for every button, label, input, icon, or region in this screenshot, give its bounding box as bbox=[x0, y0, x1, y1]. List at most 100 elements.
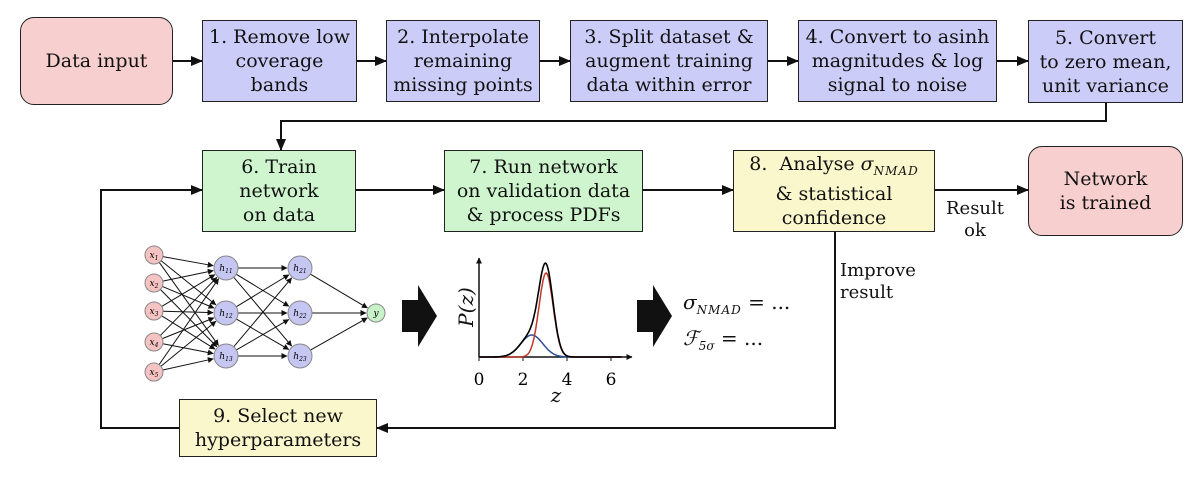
network-trained-box: Network is trained bbox=[1028, 146, 1183, 236]
metric-sigma-sub: NMAD bbox=[696, 303, 742, 317]
nn-edge bbox=[161, 274, 216, 307]
step9-line2: hyperparameters bbox=[194, 429, 362, 451]
improve-result-label: Improve result bbox=[840, 260, 916, 304]
step8-box: 8. Analyse σNMAD & statistical confidenc… bbox=[733, 150, 935, 232]
nn-hidden1-node-label: h13 bbox=[219, 352, 233, 363]
improve-line2: result bbox=[840, 282, 894, 303]
nn-hidden2-node bbox=[287, 255, 313, 281]
step5-line1: 5. Convert bbox=[1054, 26, 1157, 49]
metric-f5-sub: 5σ bbox=[698, 339, 715, 353]
step9-box: 9. Select new hyperparameters bbox=[179, 399, 377, 457]
nn-hidden1-node bbox=[213, 255, 239, 281]
nn-input-node bbox=[144, 301, 164, 321]
step3-box: 3. Split dataset & augment training data… bbox=[570, 20, 768, 102]
nn-hidden1-node bbox=[213, 343, 239, 369]
step4-box: 4. Convert to asinh magnitudes & log sig… bbox=[798, 20, 997, 102]
nn-edge bbox=[233, 317, 290, 350]
chart-series-blue bbox=[479, 334, 622, 358]
metric-f5-value: = ... bbox=[714, 326, 764, 350]
step8-prefix: 8. Analyse bbox=[749, 152, 861, 175]
step5-line2: to zero mean, bbox=[1039, 50, 1172, 73]
nn-edge bbox=[162, 309, 214, 316]
nn-hidden1-node-label: h11 bbox=[219, 264, 232, 275]
nn-input-node-label: x5 bbox=[150, 368, 159, 379]
chart-x-tick-label: 2 bbox=[518, 370, 529, 390]
result-ok-line2: ok bbox=[964, 220, 986, 241]
step6-line2: network bbox=[239, 180, 319, 202]
nn-input-node bbox=[144, 362, 164, 382]
improve-line1: Improve bbox=[840, 260, 916, 281]
nn-hidden1-node-label: h12 bbox=[219, 309, 233, 320]
block-arrow-2 bbox=[637, 285, 672, 347]
arrow-s8-to-s9 bbox=[376, 230, 836, 433]
step7-line3: & process PDFs bbox=[466, 204, 621, 226]
chart-x-tick-label: 4 bbox=[562, 370, 573, 390]
step9-line1: 9. Select new bbox=[213, 405, 343, 427]
step1-line3: bands bbox=[250, 74, 309, 96]
trained-line1: Network bbox=[1063, 168, 1148, 190]
nn-output-node bbox=[366, 303, 386, 323]
nn-edge bbox=[162, 317, 215, 340]
nn-edge bbox=[162, 256, 214, 268]
nn-input-node-label: x4 bbox=[150, 338, 159, 349]
step2-line3: missing points bbox=[393, 74, 533, 96]
nn-edge bbox=[162, 286, 215, 309]
trained-line2: is trained bbox=[1059, 192, 1152, 214]
nn-hidden2-node-label: h23 bbox=[293, 352, 307, 363]
nn-edge bbox=[233, 319, 290, 352]
nn-edge bbox=[160, 260, 217, 306]
arrow-s9-to-s6 bbox=[100, 185, 203, 429]
step6-box: 6. Train network on data bbox=[202, 150, 356, 232]
step1-box: 1. Remove low coverage bands bbox=[202, 20, 357, 102]
nn-input-node-label: x2 bbox=[150, 279, 159, 290]
step2-box: 2. Interpolate remaining missing points bbox=[386, 20, 540, 102]
nn-output-node-label: y bbox=[372, 309, 379, 319]
step5-line3: unit variance bbox=[1042, 74, 1169, 97]
step8-line2: & statistical bbox=[775, 183, 893, 206]
nn-edge bbox=[233, 272, 290, 307]
step4-line2: magnitudes & log bbox=[811, 50, 984, 72]
step7-box: 7. Run network on validation data & proc… bbox=[444, 150, 643, 232]
metric-sigma-value: = ... bbox=[741, 290, 791, 314]
nn-edge bbox=[162, 268, 214, 282]
step8-sigma-sub: NMAD bbox=[873, 163, 919, 178]
step8-line3: confidence bbox=[781, 207, 887, 230]
metric-f5: ℱ bbox=[683, 326, 699, 350]
data-input-label: Data input bbox=[45, 50, 148, 72]
result-ok-label: Result ok bbox=[945, 198, 1005, 242]
metrics-text: σNMAD = ... ℱ5σ = ... bbox=[683, 288, 790, 360]
step6-line1: 6. Train bbox=[241, 156, 317, 178]
nn-input-node bbox=[144, 273, 164, 293]
step3-line3: data within error bbox=[586, 74, 752, 96]
step2-line1: 2. Interpolate bbox=[397, 26, 529, 48]
step1-line2: coverage bbox=[235, 50, 324, 72]
nn-edge bbox=[307, 317, 368, 353]
chart-xlabel: z bbox=[550, 383, 562, 407]
nn-input-node bbox=[144, 245, 164, 265]
step3-line1: 3. Split dataset & bbox=[584, 26, 754, 48]
nn-hidden2-node-label: h21 bbox=[293, 264, 306, 275]
chart-ylabel: P(z) bbox=[454, 287, 478, 327]
nn-input-node-label: x3 bbox=[150, 307, 159, 318]
nn-edge bbox=[307, 272, 368, 309]
step1-line1: 1. Remove low bbox=[209, 26, 350, 48]
chart-x-tick-label: 0 bbox=[474, 370, 485, 390]
chart-series-black bbox=[479, 262, 622, 358]
step4-line1: 4. Convert to asinh bbox=[805, 26, 990, 48]
metric-sigma: σ bbox=[683, 290, 697, 314]
nn-edge bbox=[158, 262, 219, 346]
step4-line3: signal to noise bbox=[827, 74, 968, 96]
step6-line3: on data bbox=[242, 204, 316, 226]
nn-edge bbox=[158, 278, 220, 365]
nn-edge bbox=[159, 276, 218, 336]
nn-edge bbox=[162, 343, 214, 356]
step8-sigma: σ bbox=[860, 152, 874, 175]
nn-edge bbox=[159, 289, 218, 348]
nn-edge bbox=[160, 320, 217, 367]
nn-hidden2-node bbox=[287, 343, 313, 369]
step5-box: 5. Convert to zero mean, unit variance bbox=[1028, 20, 1183, 103]
nn-edge bbox=[161, 315, 216, 350]
